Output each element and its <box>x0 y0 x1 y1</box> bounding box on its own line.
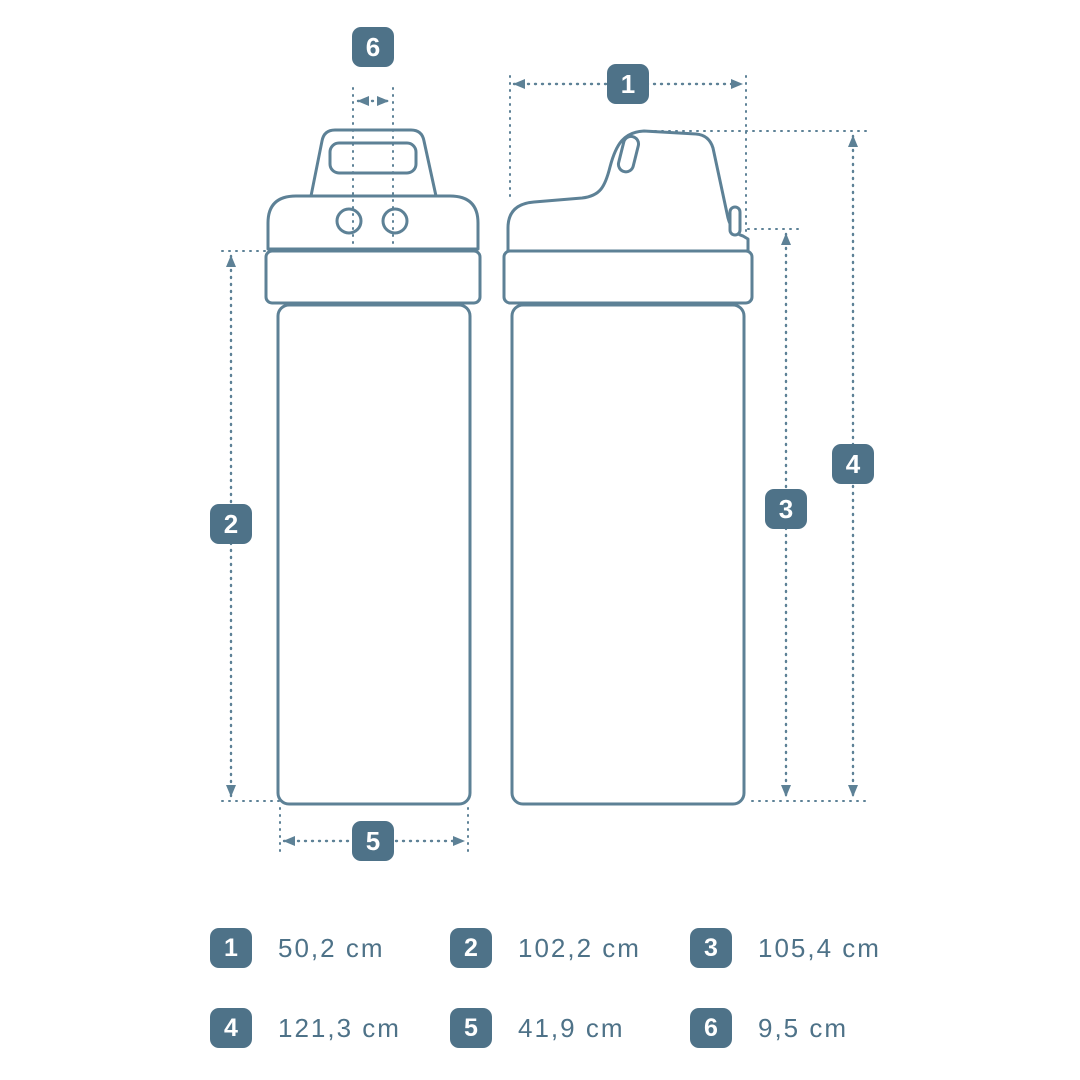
front-knob-right <box>381 207 409 235</box>
legend-badge-6: 6 <box>690 1008 732 1048</box>
legend-item-2: 2 102,2 cm <box>450 928 690 968</box>
dimension-3: 3 <box>747 228 807 798</box>
legend-badge-4: 4 <box>210 1008 252 1048</box>
side-latch <box>728 205 742 237</box>
dimension-4: 4 <box>647 130 874 802</box>
side-handle-slot <box>616 134 641 174</box>
svg-text:2: 2 <box>224 509 238 539</box>
dimension-badge-3 <box>765 489 807 529</box>
legend-value-1: 50,2 cm <box>278 932 385 963</box>
legend-row-2: 4 121,3 cm 5 41,9 cm 6 9,5 cm <box>0 1008 1080 1048</box>
side-collar <box>502 249 754 305</box>
legend-value-2: 102,2 cm <box>518 932 641 963</box>
side-view-outline <box>502 129 754 806</box>
legend-value-6: 9,5 cm <box>758 1012 849 1043</box>
svg-text:6: 6 <box>366 32 380 62</box>
dimension-badge-4 <box>832 444 874 484</box>
product-dimension-drawing: 6 1 2 5 <box>210 27 874 861</box>
front-top-section <box>266 194 480 251</box>
front-collar <box>264 249 482 305</box>
svg-text:4: 4 <box>846 449 861 479</box>
legend-item-3: 3 105,4 cm <box>690 928 930 968</box>
legend-item-4: 4 121,3 cm <box>210 1008 450 1048</box>
legend-badge-2: 2 <box>450 928 492 968</box>
side-body <box>510 303 746 806</box>
dimension-6: 6 <box>352 27 394 249</box>
legend-item-1: 1 50,2 cm <box>210 928 450 968</box>
front-knob-left <box>335 207 363 235</box>
front-body <box>276 303 472 806</box>
svg-text:5: 5 <box>366 826 380 856</box>
dimension-2: 2 <box>210 250 281 802</box>
svg-text:1: 1 <box>621 69 635 99</box>
legend-item-6: 6 9,5 cm <box>690 1008 930 1048</box>
legend-badge-1: 1 <box>210 928 252 968</box>
dimension-legend: 1 50,2 cm 2 102,2 cm 3 105,4 cm 4 121,3 … <box>0 928 1080 1080</box>
dimension-badge-1 <box>607 64 649 104</box>
dimension-1: 1 <box>509 64 747 234</box>
legend-value-3: 105,4 cm <box>758 932 881 963</box>
legend-badge-5: 5 <box>450 1008 492 1048</box>
legend-value-5: 41,9 cm <box>518 1012 625 1043</box>
dimension-badge-6 <box>352 27 394 67</box>
dimension-badge-5 <box>352 821 394 861</box>
legend-item-5: 5 41,9 cm <box>450 1008 690 1048</box>
legend-row-1: 1 50,2 cm 2 102,2 cm 3 105,4 cm <box>0 928 1080 968</box>
front-handle-opening <box>328 141 418 175</box>
legend-badge-3: 3 <box>690 928 732 968</box>
dimension-badge-2 <box>210 504 252 544</box>
svg-text:3: 3 <box>779 494 793 524</box>
legend-value-4: 121,3 cm <box>278 1012 401 1043</box>
dimension-5: 5 <box>279 807 469 861</box>
front-view-outline <box>264 128 482 806</box>
